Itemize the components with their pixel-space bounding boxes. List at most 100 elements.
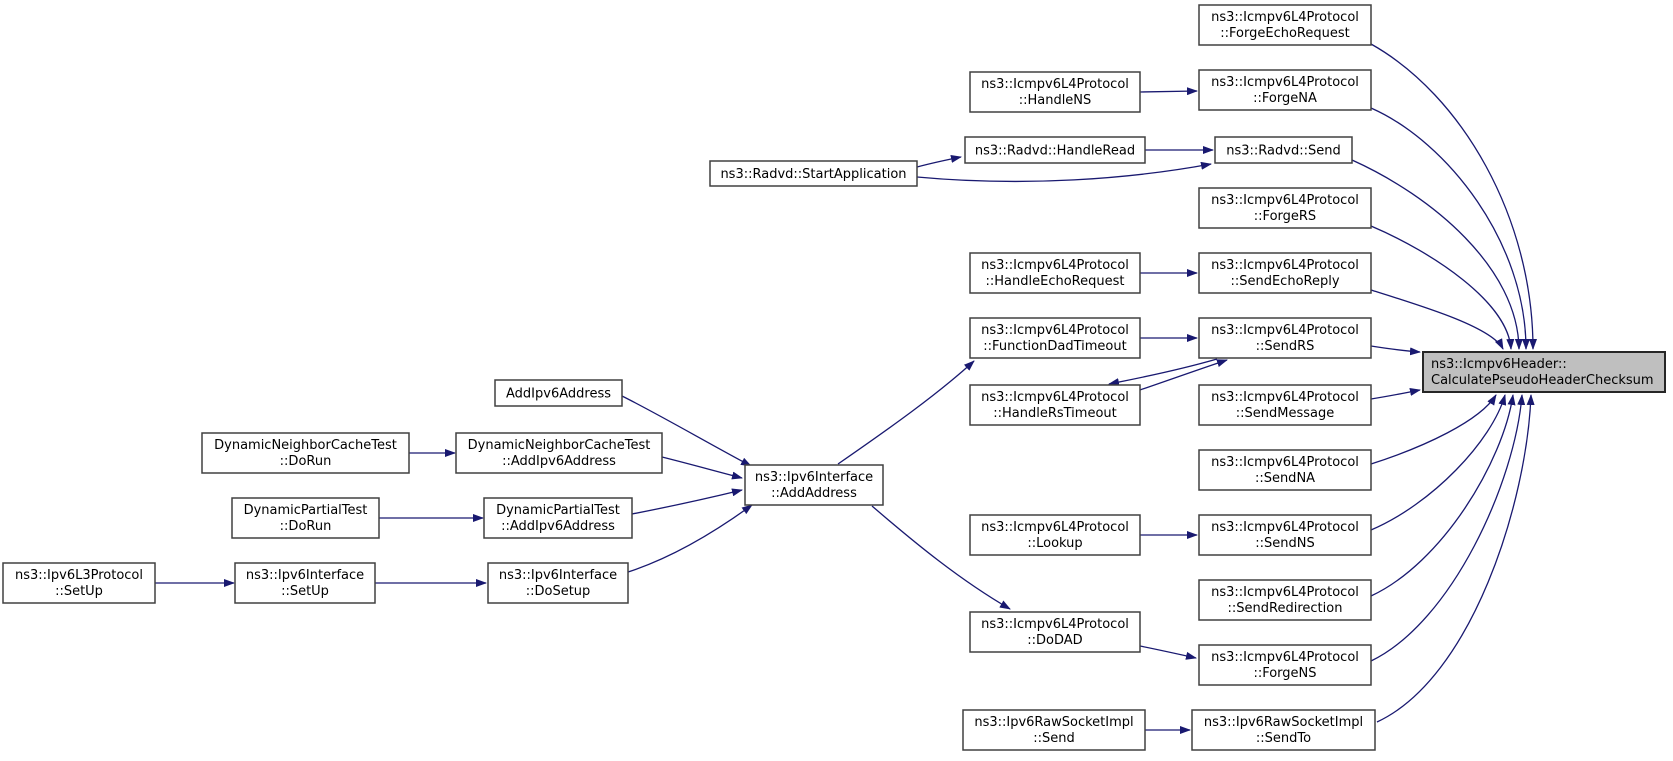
node-box-send-to[interactable] [1191,709,1376,751]
node-start-application[interactable]: ns3::Radvd::StartApplication [709,160,918,187]
node-forge-na[interactable]: ns3::Icmpv6L4Protocol::ForgeNA [1198,69,1372,111]
node-box-send-redirection[interactable] [1198,579,1372,621]
node-box-add-address[interactable] [744,464,884,506]
node-dpt-add-ipv6-address[interactable]: DynamicPartialTest::AddIpv6Address [483,497,633,539]
node-box-send-rs[interactable] [1198,317,1372,359]
node-box-forge-na[interactable] [1198,69,1372,111]
node-box-radvd-send[interactable] [1214,136,1353,164]
edge-send-ns-to-main [1370,394,1507,531]
node-label-send-ns-line2: ::SendNS [1255,536,1314,551]
node-forge-echo-request[interactable]: ns3::Icmpv6L4Protocol::ForgeEchoRequest [1198,4,1372,46]
edge-handle-rs-timeout-to-send-rs [1139,359,1228,391]
node-handle-rs-timeout[interactable]: ns3::Icmpv6L4Protocol::HandleRsTimeout [969,384,1141,426]
node-box-start-application[interactable] [709,160,918,187]
node-label-radvd-send-line1: ns3::Radvd::Send [1226,144,1340,159]
node-label-main-line1: ns3::Icmpv6Header:: [1431,357,1567,372]
node-box-send-message[interactable] [1198,384,1372,426]
node-box-dpt-add-ipv6-address[interactable] [483,497,633,539]
node-label-send-message-line1: ns3::Icmpv6L4Protocol [1211,390,1359,405]
node-forge-ns[interactable]: ns3::Icmpv6L4Protocol::ForgeNS [1198,644,1372,686]
node-ipv6l3-setup[interactable]: ns3::Ipv6L3Protocol::SetUp [2,562,156,604]
node-box-ipv6if-setup[interactable] [234,562,376,604]
node-label-function-dad-timeout-line1: ns3::Icmpv6L4Protocol [981,323,1129,338]
node-label-forge-rs-line2: ::ForgeRS [1254,209,1316,224]
node-box-main[interactable] [1422,351,1666,393]
node-ipv6if-setup[interactable]: ns3::Ipv6Interface::SetUp [234,562,376,604]
node-do-setup[interactable]: ns3::Ipv6Interface::DoSetup [487,562,629,604]
node-label-lookup-line2: ::Lookup [1027,536,1082,551]
node-box-lookup[interactable] [969,514,1141,556]
node-box-do-dad[interactable] [969,611,1141,653]
node-box-send-echo-reply[interactable] [1198,252,1372,294]
node-box-function-dad-timeout[interactable] [969,317,1141,359]
node-handle-ns[interactable]: ns3::Icmpv6L4Protocol::HandleNS [969,71,1141,113]
node-send-redirection[interactable]: ns3::Icmpv6L4Protocol::SendRedirection [1198,579,1372,621]
node-box-forge-rs[interactable] [1198,187,1372,229]
node-dnct-do-run[interactable]: DynamicNeighborCacheTest::DoRun [201,432,410,474]
node-label-handle-echo-request-line1: ns3::Icmpv6L4Protocol [981,258,1129,273]
node-handle-read[interactable]: ns3::Radvd::HandleRead [964,136,1146,164]
node-label-send-ns-line1: ns3::Icmpv6L4Protocol [1211,520,1359,535]
node-box-send-ns[interactable] [1198,514,1372,556]
node-label-dpt-add-ipv6-address-line1: DynamicPartialTest [496,503,620,518]
node-label-send-na-line1: ns3::Icmpv6L4Protocol [1211,455,1359,470]
node-dpt-do-run[interactable]: DynamicPartialTest::DoRun [231,497,380,539]
node-label-do-setup-line2: ::DoSetup [526,584,591,599]
edge-add-address-to-do-dad [871,505,1011,610]
edge-send-na-to-main [1370,394,1497,465]
node-send-na[interactable]: ns3::Icmpv6L4Protocol::SendNA [1198,449,1372,491]
node-box-handle-ns[interactable] [969,71,1141,113]
node-main[interactable]: ns3::Icmpv6Header::CalculatePseudoHeader… [1422,351,1666,393]
node-do-dad[interactable]: ns3::Icmpv6L4Protocol::DoDAD [969,611,1141,653]
node-label-send-na-line2: ::SendNA [1255,471,1315,486]
edge-send-rs-to-handle-rs-timeout [1108,358,1218,387]
node-add-ipv6-address[interactable]: AddIpv6Address [494,379,623,407]
node-box-add-ipv6-address[interactable] [494,379,623,407]
node-box-ipv6l3-setup[interactable] [2,562,156,604]
node-radvd-send[interactable]: ns3::Radvd::Send [1214,136,1353,164]
edge-add-ipv6-address-to-add-address [621,395,752,467]
node-label-do-dad-line2: ::DoDAD [1027,633,1082,648]
node-label-raw-send-line1: ns3::Ipv6RawSocketImpl [974,715,1133,730]
node-label-do-setup-line1: ns3::Ipv6Interface [499,568,617,583]
edge-dpt-add-ipv6-address-to-add-address [631,488,743,515]
node-label-forge-ns-line1: ns3::Icmpv6L4Protocol [1211,650,1359,665]
node-send-echo-reply[interactable]: ns3::Icmpv6L4Protocol::SendEchoReply [1198,252,1372,294]
node-label-handle-ns-line1: ns3::Icmpv6L4Protocol [981,77,1129,92]
node-label-send-echo-reply-line2: ::SendEchoReply [1230,274,1339,289]
node-label-ipv6l3-setup-line2: ::SetUp [55,584,103,599]
node-label-add-address-line1: ns3::Ipv6Interface [755,470,873,485]
node-send-to[interactable]: ns3::Ipv6RawSocketImpl::SendTo [1191,709,1376,751]
node-forge-rs[interactable]: ns3::Icmpv6L4Protocol::ForgeRS [1198,187,1372,229]
node-box-handle-rs-timeout[interactable] [969,384,1141,426]
node-function-dad-timeout[interactable]: ns3::Icmpv6L4Protocol::FunctionDadTimeou… [969,317,1141,359]
node-box-forge-echo-request[interactable] [1198,4,1372,46]
edge-radvd-send-to-main [1351,159,1523,350]
node-box-send-na[interactable] [1198,449,1372,491]
node-label-dnct-do-run-line2: ::DoRun [280,454,332,469]
node-send-ns[interactable]: ns3::Icmpv6L4Protocol::SendNS [1198,514,1372,556]
edge-forge-na-to-main [1370,107,1530,350]
node-send-rs[interactable]: ns3::Icmpv6L4Protocol::SendRS [1198,317,1372,359]
node-dnct-add-ipv6-address[interactable]: DynamicNeighborCacheTest::AddIpv6Address [455,432,663,474]
node-box-dpt-do-run[interactable] [231,497,380,539]
node-raw-send[interactable]: ns3::Ipv6RawSocketImpl::Send [962,709,1146,751]
node-box-handle-read[interactable] [964,136,1146,164]
node-box-raw-send[interactable] [962,709,1146,751]
node-box-handle-echo-request[interactable] [969,252,1141,294]
node-box-dnct-do-run[interactable] [201,432,410,474]
node-lookup[interactable]: ns3::Icmpv6L4Protocol::Lookup [969,514,1141,556]
node-label-function-dad-timeout-line2: ::FunctionDadTimeout [983,339,1126,354]
node-label-do-dad-line1: ns3::Icmpv6L4Protocol [981,617,1129,632]
node-box-dnct-add-ipv6-address[interactable] [455,432,663,474]
node-send-message[interactable]: ns3::Icmpv6L4Protocol::SendMessage [1198,384,1372,426]
node-label-dnct-do-run-line1: DynamicNeighborCacheTest [214,438,397,453]
edge-handle-ns-to-forge-na [1139,87,1198,96]
node-box-do-setup[interactable] [487,562,629,604]
edge-forge-rs-to-main [1370,225,1515,350]
node-add-address[interactable]: ns3::Ipv6Interface::AddAddress [744,464,884,506]
node-label-dnct-add-ipv6-address-line2: ::AddIpv6Address [502,454,616,469]
node-box-forge-ns[interactable] [1198,644,1372,686]
node-label-handle-echo-request-line2: ::HandleEchoRequest [986,274,1125,289]
node-handle-echo-request[interactable]: ns3::Icmpv6L4Protocol::HandleEchoRequest [969,252,1141,294]
